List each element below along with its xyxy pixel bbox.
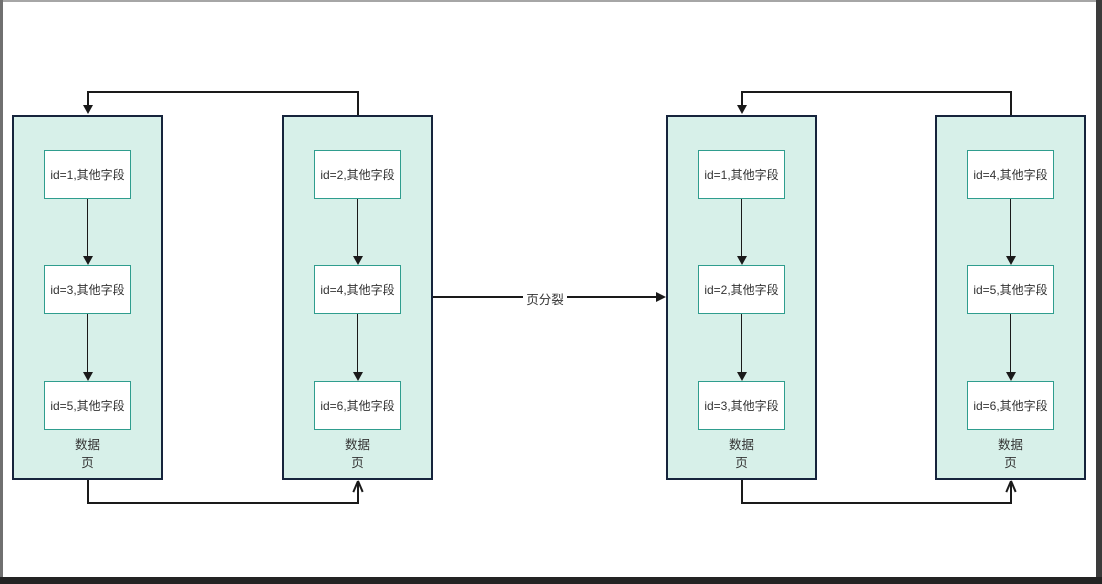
arrowhead-down bbox=[82, 105, 93, 114]
record-link-line bbox=[356, 314, 359, 372]
link-line bbox=[87, 502, 359, 504]
window-bottom-edge bbox=[0, 577, 1102, 584]
page-split-label: 页分裂 bbox=[433, 289, 657, 308]
link-line bbox=[87, 91, 89, 106]
link-line bbox=[741, 91, 1012, 93]
arrowhead-down bbox=[1005, 256, 1016, 265]
record-link-line bbox=[740, 199, 743, 257]
record-box: id=5,其他字段 bbox=[44, 381, 131, 430]
window-right-edge bbox=[1096, 0, 1102, 584]
page-label: 数据页 bbox=[997, 438, 1023, 470]
link-line bbox=[1010, 481, 1012, 503]
data-page-2: id=2,其他字段 id=4,其他字段 id=6,其他字段 数据页 bbox=[282, 115, 433, 480]
record-box: id=1,其他字段 bbox=[44, 150, 131, 199]
data-page-4: id=4,其他字段 id=5,其他字段 id=6,其他字段 数据页 bbox=[935, 115, 1086, 480]
arrowhead-right bbox=[656, 291, 666, 302]
window-left-edge bbox=[0, 0, 3, 584]
link-line bbox=[1010, 91, 1012, 115]
record-link-line bbox=[356, 199, 359, 257]
link-line bbox=[87, 91, 359, 93]
link-line bbox=[741, 480, 743, 503]
record-box: id=6,其他字段 bbox=[967, 381, 1054, 430]
arrowhead-down bbox=[82, 372, 93, 381]
record-link-line bbox=[1009, 199, 1012, 257]
record-link-line bbox=[1009, 314, 1012, 372]
arrowhead-up-open bbox=[1005, 481, 1017, 492]
arrowhead-down bbox=[736, 105, 747, 114]
record-box: id=4,其他字段 bbox=[967, 150, 1054, 199]
record-box: id=3,其他字段 bbox=[698, 381, 785, 430]
page-label: 数据页 bbox=[728, 438, 754, 470]
record-box: id=1,其他字段 bbox=[698, 150, 785, 199]
arrowhead-down bbox=[352, 256, 363, 265]
arrowhead-up-open bbox=[352, 481, 364, 492]
record-link-line bbox=[86, 314, 89, 372]
arrowhead-down bbox=[736, 256, 747, 265]
record-link-line bbox=[86, 199, 89, 257]
data-page-1: id=1,其他字段 id=3,其他字段 id=5,其他字段 数据页 bbox=[12, 115, 163, 480]
data-page-3: id=1,其他字段 id=2,其他字段 id=3,其他字段 数据页 bbox=[666, 115, 817, 480]
arrowhead-down bbox=[352, 372, 363, 381]
record-box: id=3,其他字段 bbox=[44, 265, 131, 314]
link-line bbox=[357, 91, 359, 115]
arrowhead-down bbox=[82, 256, 93, 265]
record-box: id=6,其他字段 bbox=[314, 381, 401, 430]
record-box: id=4,其他字段 bbox=[314, 265, 401, 314]
page-label: 数据页 bbox=[344, 438, 370, 470]
arrowhead-down bbox=[1005, 372, 1016, 381]
record-box: id=2,其他字段 bbox=[314, 150, 401, 199]
window-top-edge bbox=[0, 0, 1102, 2]
link-line bbox=[741, 91, 743, 106]
record-box: id=5,其他字段 bbox=[967, 265, 1054, 314]
link-line bbox=[87, 480, 89, 503]
record-box: id=2,其他字段 bbox=[698, 265, 785, 314]
link-line bbox=[357, 481, 359, 503]
arrowhead-down bbox=[736, 372, 747, 381]
page-label: 数据页 bbox=[74, 438, 100, 470]
record-link-line bbox=[740, 314, 743, 372]
link-line bbox=[741, 502, 1012, 504]
